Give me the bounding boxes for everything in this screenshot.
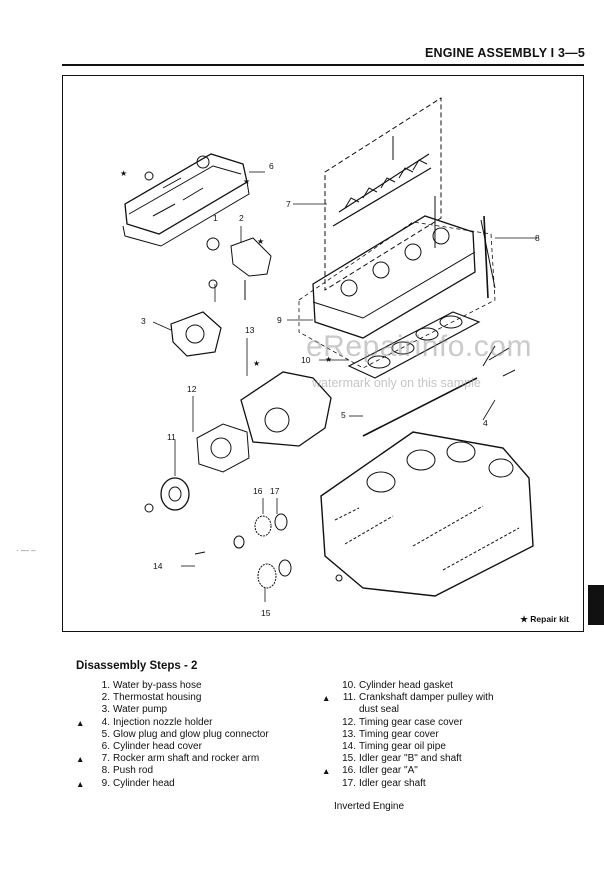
- callout-1: 1: [213, 213, 218, 223]
- callout-13: 13: [245, 325, 255, 335]
- step-item: 5.Glow plug and glow plug connector: [101, 728, 269, 740]
- step-item: 2.Thermostat housing: [101, 692, 202, 704]
- callout-10: 10: [301, 355, 311, 365]
- repair-star: ★: [325, 355, 332, 364]
- step-item: 14.Timing gear oil pipe: [342, 740, 446, 752]
- repair-star: ★: [243, 177, 250, 186]
- cylinder-head-cover: [122, 153, 250, 247]
- push-rod: [483, 215, 489, 299]
- rocker-arm-frame: [324, 97, 442, 291]
- step-item: 1.Water by-pass hose: [101, 680, 202, 691]
- section-tab: [588, 585, 604, 625]
- injection-nozzle: [482, 345, 516, 377]
- callout-8: 8: [535, 233, 540, 243]
- step-item: 3.Water pump: [101, 704, 168, 716]
- callout-11: 11: [167, 432, 176, 442]
- step-item: 17.Idler gear shaft: [342, 777, 426, 789]
- callout-7: 7: [286, 199, 291, 209]
- cylinder-head: [312, 196, 496, 339]
- callout-3: 3: [141, 316, 146, 326]
- repair-star: ★: [257, 237, 264, 246]
- timing-gear-case: [196, 371, 332, 473]
- callout-5: 5: [341, 410, 346, 420]
- step-item: 8.Push rod: [101, 765, 154, 777]
- water-pump: [170, 311, 222, 357]
- inverted-engine-note: Inverted Engine: [334, 801, 405, 812]
- step-item: ▲9.Cylinder head: [76, 777, 175, 789]
- step-item: ▲7.Rocker arm shaft and rocker arm: [76, 753, 260, 765]
- idler-gears: [194, 513, 292, 589]
- step-item: ▲4.Injection nozzle holder: [76, 716, 213, 728]
- callout-17: 17: [270, 486, 280, 496]
- callout-2: 2: [239, 213, 244, 223]
- steps-list-right: 10.Cylinder head gasket ▲11.Crankshaft d…: [322, 680, 532, 790]
- page-header: ENGINE ASSEMBLY I 3—5: [425, 46, 586, 60]
- callout-14: 14: [153, 561, 163, 571]
- step-item: 15.Idler gear "B" and shaft: [342, 753, 462, 765]
- callout-16: 16: [253, 486, 263, 496]
- step-item: 12.Timing gear case cover: [342, 716, 463, 728]
- exploded-diagram: 6 7 8 1 2 3 9 13 10 5 4 12 11 16 17 14 1…: [62, 75, 584, 632]
- step-item: 6.Cylinder head cover: [101, 740, 202, 752]
- callout-6: 6: [269, 161, 274, 171]
- callout-12: 12: [187, 384, 197, 394]
- callout-4: 4: [483, 418, 488, 428]
- steps-list-left: 1.Water by-pass hose 2.Thermostat housin…: [76, 680, 306, 790]
- thermostat-housing: [206, 237, 272, 300]
- glow-plug-connector: [362, 377, 478, 437]
- watermark: eRepairinfo.com: [306, 330, 532, 363]
- cylinder-head-gasket: [347, 311, 481, 379]
- margin-mark: · — –: [16, 546, 36, 555]
- watermark-subtext: watermark only on this sample: [312, 376, 481, 390]
- repair-star: ★: [253, 359, 260, 368]
- section-title: Disassembly Steps - 2: [76, 660, 198, 672]
- repair-kit-note: ★ Repair kit: [520, 614, 569, 624]
- step-item: ▲16.Idler gear "A": [322, 765, 418, 777]
- callout-9: 9: [277, 315, 282, 325]
- header-rule: [62, 64, 584, 66]
- cylinder-block: [320, 431, 534, 597]
- step-item: 10.Cylinder head gasket: [342, 680, 453, 691]
- step-item: 13.Timing gear cover: [342, 728, 439, 740]
- crankshaft-pulley: [144, 477, 190, 513]
- callout-15: 15: [261, 608, 271, 618]
- repair-star: ★: [120, 169, 127, 178]
- diagram-drawing: 6 7 8 1 2 3 9 13 10 5 4 12 11 16 17 14 1…: [120, 97, 540, 618]
